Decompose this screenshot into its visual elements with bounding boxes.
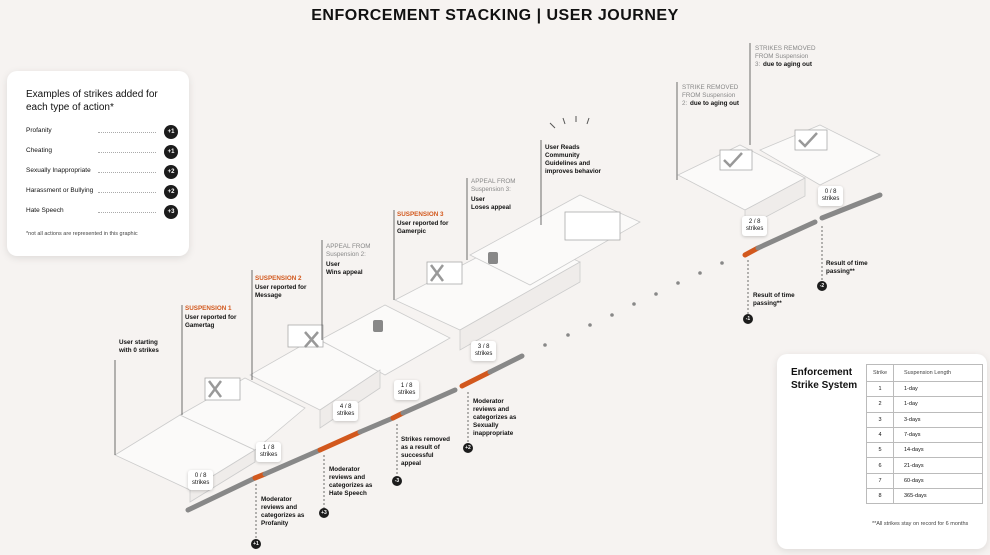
legend-item: Cheating +1 xyxy=(26,145,178,159)
strike-badge: +1 xyxy=(164,145,178,159)
table-footnote: **All strikes stay on record for 6 month… xyxy=(872,521,969,527)
card-s3 xyxy=(426,261,463,285)
table-heading: Enforcement Strike System xyxy=(791,367,858,391)
progress-bar xyxy=(185,475,258,513)
strike-badge: +1 xyxy=(251,539,261,549)
label-mod1: Moderator reviews and categorizes as Pro… xyxy=(261,496,305,527)
x-icon xyxy=(430,264,444,282)
legend-item: Sexually Inappropriate +2 xyxy=(26,165,178,179)
label-removed: Strikes removed as a result of successfu… xyxy=(401,436,451,467)
label-r2-text: due to aging out xyxy=(690,100,739,107)
strike-badge: -1 xyxy=(743,314,753,324)
strike-badge: +3 xyxy=(164,205,178,219)
strike-count-bubble: 0 / 8 strikes xyxy=(818,186,844,206)
strike-badge: +2 xyxy=(463,443,473,453)
table-header-row: Strike Suspension Length xyxy=(866,364,983,382)
strike-examples-card: Examples of strikes added for each type … xyxy=(7,71,189,256)
strike-count-bubble: 0 / 8 strikes xyxy=(188,470,214,490)
legend-item: Harassment or Bullying +2 xyxy=(26,185,178,199)
label-mod3: Moderator reviews and categorizes as Sex… xyxy=(473,398,517,437)
platform-appeal2 xyxy=(319,304,451,376)
label-a3-tag: APPEAL FROM Suspension 3: xyxy=(471,178,516,193)
strike-system-card: Enforcement Strike System Strike Suspens… xyxy=(777,354,987,549)
legend-item: Hate Speech +3 xyxy=(26,205,178,219)
check-icon xyxy=(723,152,743,168)
strike-count-bubble: 4 / 8 strikes xyxy=(333,401,359,421)
strike-count-bubble: 3 / 8 strikes xyxy=(471,341,497,361)
strike-count-bubble: 1 / 8 strikes xyxy=(256,442,282,462)
label-a3-text: User Loses appeal xyxy=(471,196,511,211)
strike-badge: +2 xyxy=(164,185,178,199)
strike-count-bubble: 1 / 8 strikes xyxy=(394,380,420,400)
label-time2: Result of time passing** xyxy=(826,260,868,275)
label-a2-text: User Wins appeal xyxy=(326,261,363,276)
check-icon xyxy=(798,132,818,148)
strike-badge: +2 xyxy=(164,165,178,179)
strike-badge: -3 xyxy=(392,476,402,486)
x-icon xyxy=(304,331,319,348)
thumbs-up-icon xyxy=(373,320,383,332)
label-r2-tag: STRIKE REMOVED FROM Suspension 2: xyxy=(682,84,739,107)
label-mod2: Moderator reviews and categorizes as Hat… xyxy=(329,466,373,497)
strike-badge: +3 xyxy=(319,508,329,518)
legend-heading: Examples of strikes added for each type … xyxy=(26,89,158,113)
label-s3-tag: SUSPENSION 3 xyxy=(397,211,444,218)
label-s1-text: User reported for Gamertag xyxy=(185,314,237,329)
thumbs-down-icon xyxy=(488,252,498,264)
label-reads: User Reads Community Guidelines and impr… xyxy=(545,144,601,175)
x-icon xyxy=(208,380,222,398)
strike-badge: +1 xyxy=(164,125,178,139)
strike-count-bubble: 2 / 8 strikes xyxy=(742,216,768,236)
card-reads xyxy=(564,211,621,241)
label-s2-tag: SUSPENSION 2 xyxy=(255,275,302,282)
label-r3-text: due to aging out xyxy=(763,61,812,68)
card-s1 xyxy=(204,377,241,401)
label-r3-tag: STRIKES REMOVED FROM Suspension 3: xyxy=(755,45,816,68)
label-start: User starting with 0 strikes xyxy=(119,339,159,354)
card-s2 xyxy=(287,324,324,348)
legend-note: *not all actions are represented in this… xyxy=(26,231,138,237)
label-s3-text: User reported for Gamerpic xyxy=(397,220,449,235)
label-time1: Result of time passing** xyxy=(753,292,795,307)
label-a2-tag: APPEAL FROM Suspension 2: xyxy=(326,243,371,258)
label-s2-text: User reported for Message xyxy=(255,284,307,299)
legend-item: Profanity +1 xyxy=(26,125,178,139)
page-title: ENFORCEMENT STACKING | USER JOURNEY xyxy=(311,7,679,24)
strike-badge: -2 xyxy=(817,281,827,291)
label-s1-tag: SUSPENSION 1 xyxy=(185,305,232,312)
